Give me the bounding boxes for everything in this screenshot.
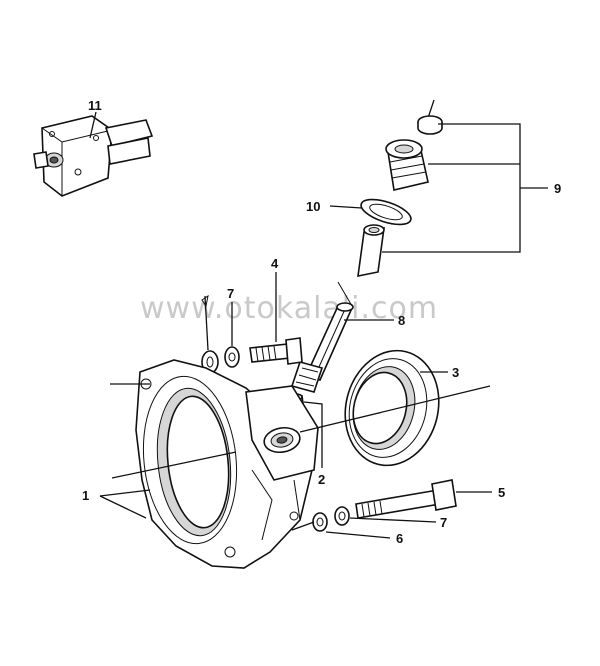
lower-washers [312, 506, 350, 532]
callout-5: 5 [498, 485, 505, 500]
callout-10: 10 [306, 199, 320, 214]
seal-axis-line [299, 385, 491, 433]
housing-guide-mid [111, 451, 237, 479]
callout-11: 11 [88, 98, 102, 113]
leader-1a [99, 489, 151, 497]
callout-4: 4 [271, 256, 279, 271]
part-5-bolt [355, 479, 457, 519]
leader-1b [99, 495, 147, 519]
callout-7-lower: 7 [440, 515, 447, 530]
leader-7-lower [349, 517, 437, 523]
callout-2: 2 [318, 472, 325, 487]
watermark-text: www.otokalali.com [140, 291, 438, 326]
leader-10 [329, 205, 363, 209]
leader-6-lower [325, 531, 391, 539]
callout-3: 3 [452, 365, 459, 380]
upper-washer-6-marker [201, 294, 209, 308]
part-9-drive-assembly [357, 99, 443, 278]
callout-9: 9 [554, 181, 561, 196]
part-4-bolt [249, 337, 303, 365]
leader-11 [89, 111, 97, 139]
callout-1: 1 [82, 488, 89, 503]
part-3-oil-seal [344, 349, 440, 467]
callout-7-upper: 7 [227, 286, 234, 301]
callout-6: 6 [396, 531, 403, 546]
leader-2 [303, 401, 323, 468]
housing-guide-lower [291, 521, 315, 531]
part-1-housing [135, 359, 319, 569]
part-8-gear-shaft [290, 281, 354, 393]
callout-8: 8 [398, 313, 405, 328]
part-11-sensor-module [33, 115, 154, 197]
